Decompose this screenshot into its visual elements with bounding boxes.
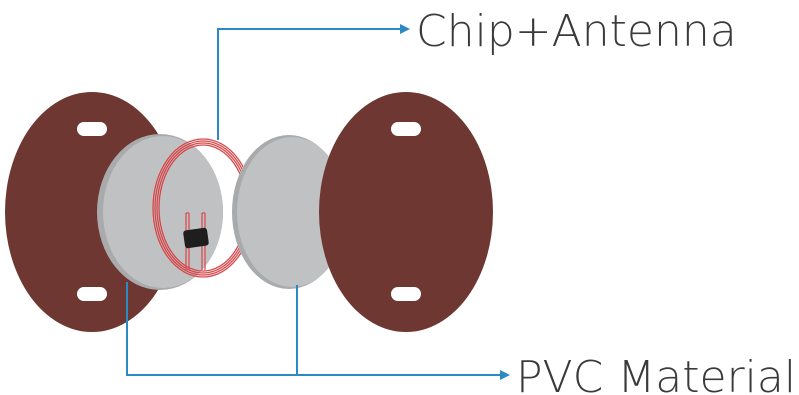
left-shell-top-slot xyxy=(77,122,107,136)
pvc-material-label: PVC Material xyxy=(516,352,796,395)
chip-antenna-leader-line xyxy=(217,24,410,140)
right-shell-top-slot xyxy=(391,122,421,136)
right-shell-bottom-slot xyxy=(391,287,421,301)
chip-antenna-label: Chip+Antenna xyxy=(416,6,737,57)
pvc-material-leader-line xyxy=(126,282,510,380)
left-shell-bottom-slot xyxy=(77,287,107,301)
chip xyxy=(183,212,209,270)
right-outer-shell xyxy=(319,92,493,332)
right-pvc-disc xyxy=(232,135,347,289)
left-pvc-disc xyxy=(97,134,223,290)
